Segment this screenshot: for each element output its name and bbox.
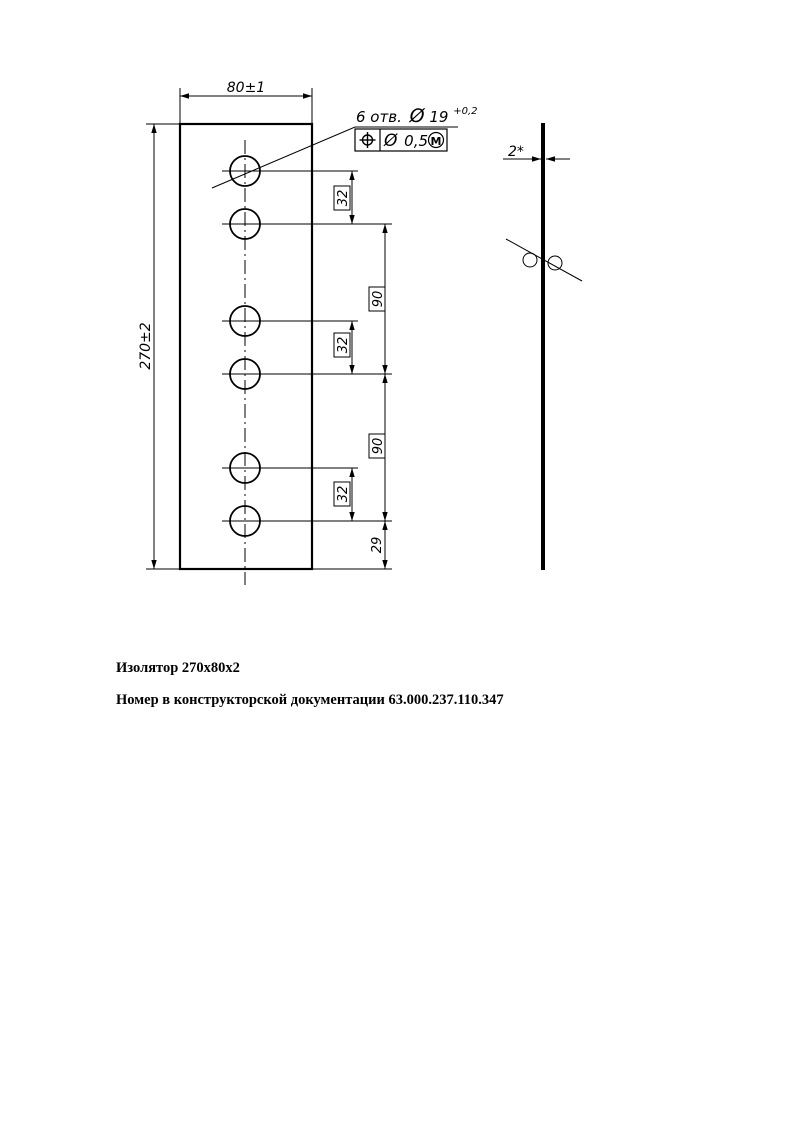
- spacing-label-boxes: [333, 185, 386, 507]
- height-dimension: [146, 123, 180, 570]
- document-number: Номер в конструкторской документации 63.…: [116, 692, 504, 708]
- thickness-dimension-label: 2*: [508, 144, 524, 160]
- width-dimension-label: 80±1: [227, 80, 265, 96]
- holes-callout-prefix: 6 отв.: [356, 108, 402, 126]
- spacing-label-1: 32: [336, 190, 351, 207]
- bottom-offset-label: 29: [370, 537, 385, 554]
- holes-diameter-value: 19: [429, 108, 448, 126]
- holes-callout-leader: [211, 126, 458, 189]
- position-tolerance-frame: [354, 128, 448, 152]
- plate-outline: [178, 122, 314, 571]
- modifier-circle: [427, 131, 445, 149]
- diameter-symbol: Ø: [409, 105, 426, 127]
- part-title: Изолятор 270х80х2: [116, 660, 240, 676]
- modifier-label: M: [431, 135, 442, 148]
- height-dimension-label: 270±2: [138, 322, 154, 369]
- side-hole-symbol: [505, 238, 583, 282]
- spacing-label-5: 32: [336, 486, 351, 503]
- spacing-label-2: 90: [371, 291, 386, 308]
- spacing-label-3: 32: [336, 337, 351, 354]
- width-dimension: [179, 88, 313, 124]
- position-tolerance-value: Ø 0,5: [383, 131, 428, 151]
- spacing-label-4: 90: [371, 438, 386, 455]
- holes-callout: 6 отв. Ø 19 +0,2: [356, 105, 478, 127]
- hole-center-lines: [222, 170, 392, 570]
- position-icon: [359, 132, 376, 148]
- holes-tolerance: +0,2: [453, 106, 477, 117]
